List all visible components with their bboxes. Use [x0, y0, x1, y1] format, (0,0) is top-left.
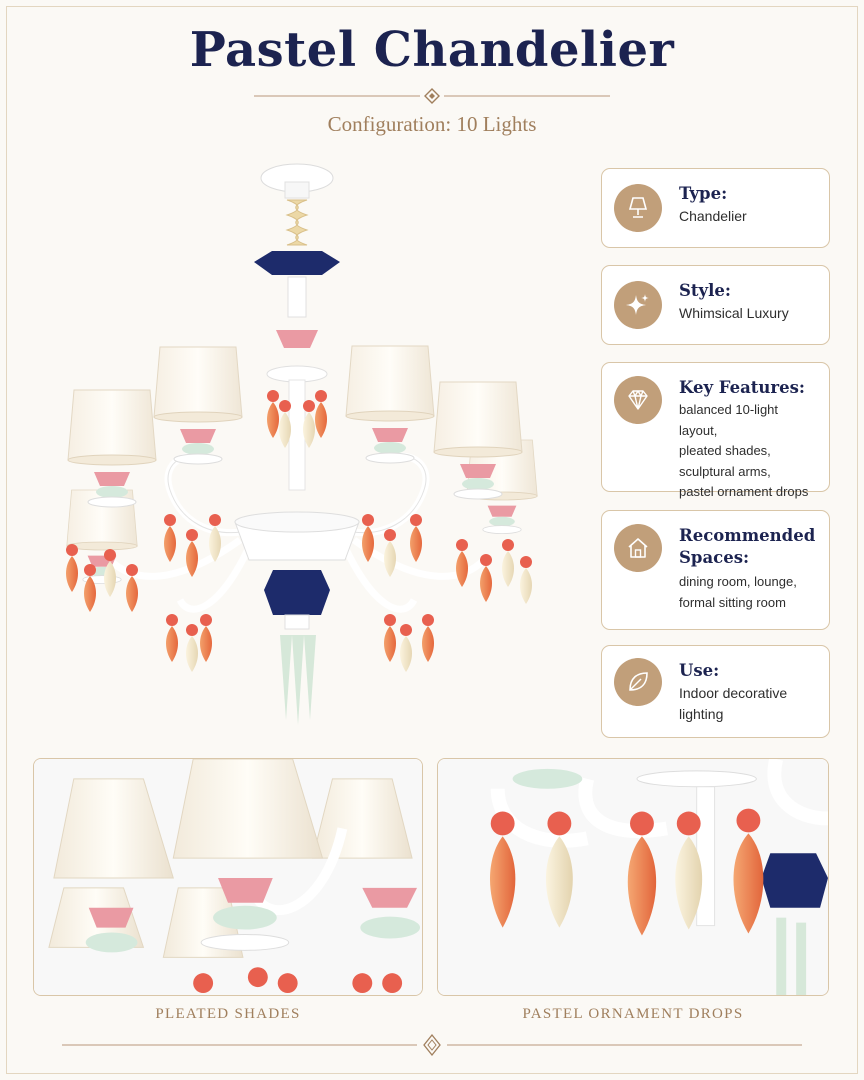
- pastel-ornament-drops-caption: PASTEL ORNAMENT DROPS: [522, 1006, 744, 1022]
- feature-line: pastel ornament drops: [679, 484, 809, 499]
- feature-line: balanced 10-light layout,: [679, 402, 779, 438]
- type-value: Chandelier: [679, 208, 747, 224]
- type-heading: Type:: [679, 184, 728, 203]
- use-heading: Use:: [679, 661, 720, 680]
- style-heading: Style:: [679, 281, 731, 300]
- use-line: Indoor decorative: [679, 685, 788, 701]
- footer-divider: [62, 1034, 802, 1056]
- leaf-icon: [614, 658, 662, 706]
- use-line: lighting: [679, 706, 724, 722]
- key-features-heading: Key Features:: [679, 378, 805, 397]
- use-card: Use: Indoor decorative lighting: [601, 645, 830, 738]
- page-title: Pastel Chandelier: [189, 22, 675, 78]
- pastel-ornament-drops-photo: [437, 758, 829, 996]
- recommended-spaces-heading: Spaces:: [679, 548, 750, 567]
- style-card: Style: Whimsical Luxury: [601, 265, 830, 345]
- recommended-spaces-card: Recommended Spaces: dining room, lounge,…: [601, 510, 830, 630]
- recommended-spaces-heading: Recommended: [679, 526, 816, 545]
- lamp-icon: [614, 184, 662, 232]
- space-line: dining room, lounge,: [679, 574, 797, 589]
- pleated-shades-caption: PLEATED SHADES: [155, 1006, 301, 1022]
- chandelier-illustration: [66, 163, 538, 725]
- feature-line: pleated shades,: [679, 443, 771, 458]
- style-value: Whimsical Luxury: [679, 305, 789, 321]
- title-divider: [254, 88, 610, 104]
- configuration-subtitle: Configuration: 10 Lights: [327, 112, 537, 136]
- type-card: Type: Chandelier: [601, 168, 830, 248]
- page-frame: [6, 6, 858, 1074]
- pleated-shades-photo: [33, 758, 423, 996]
- key-features-card: Key Features: balanced 10-light layout, …: [601, 362, 830, 499]
- sparkle-icon: [614, 281, 662, 329]
- diamond-icon: [614, 376, 662, 424]
- space-line: formal sitting room: [679, 594, 786, 610]
- house-icon: [614, 524, 662, 572]
- feature-line: sculptural arms,: [679, 463, 771, 479]
